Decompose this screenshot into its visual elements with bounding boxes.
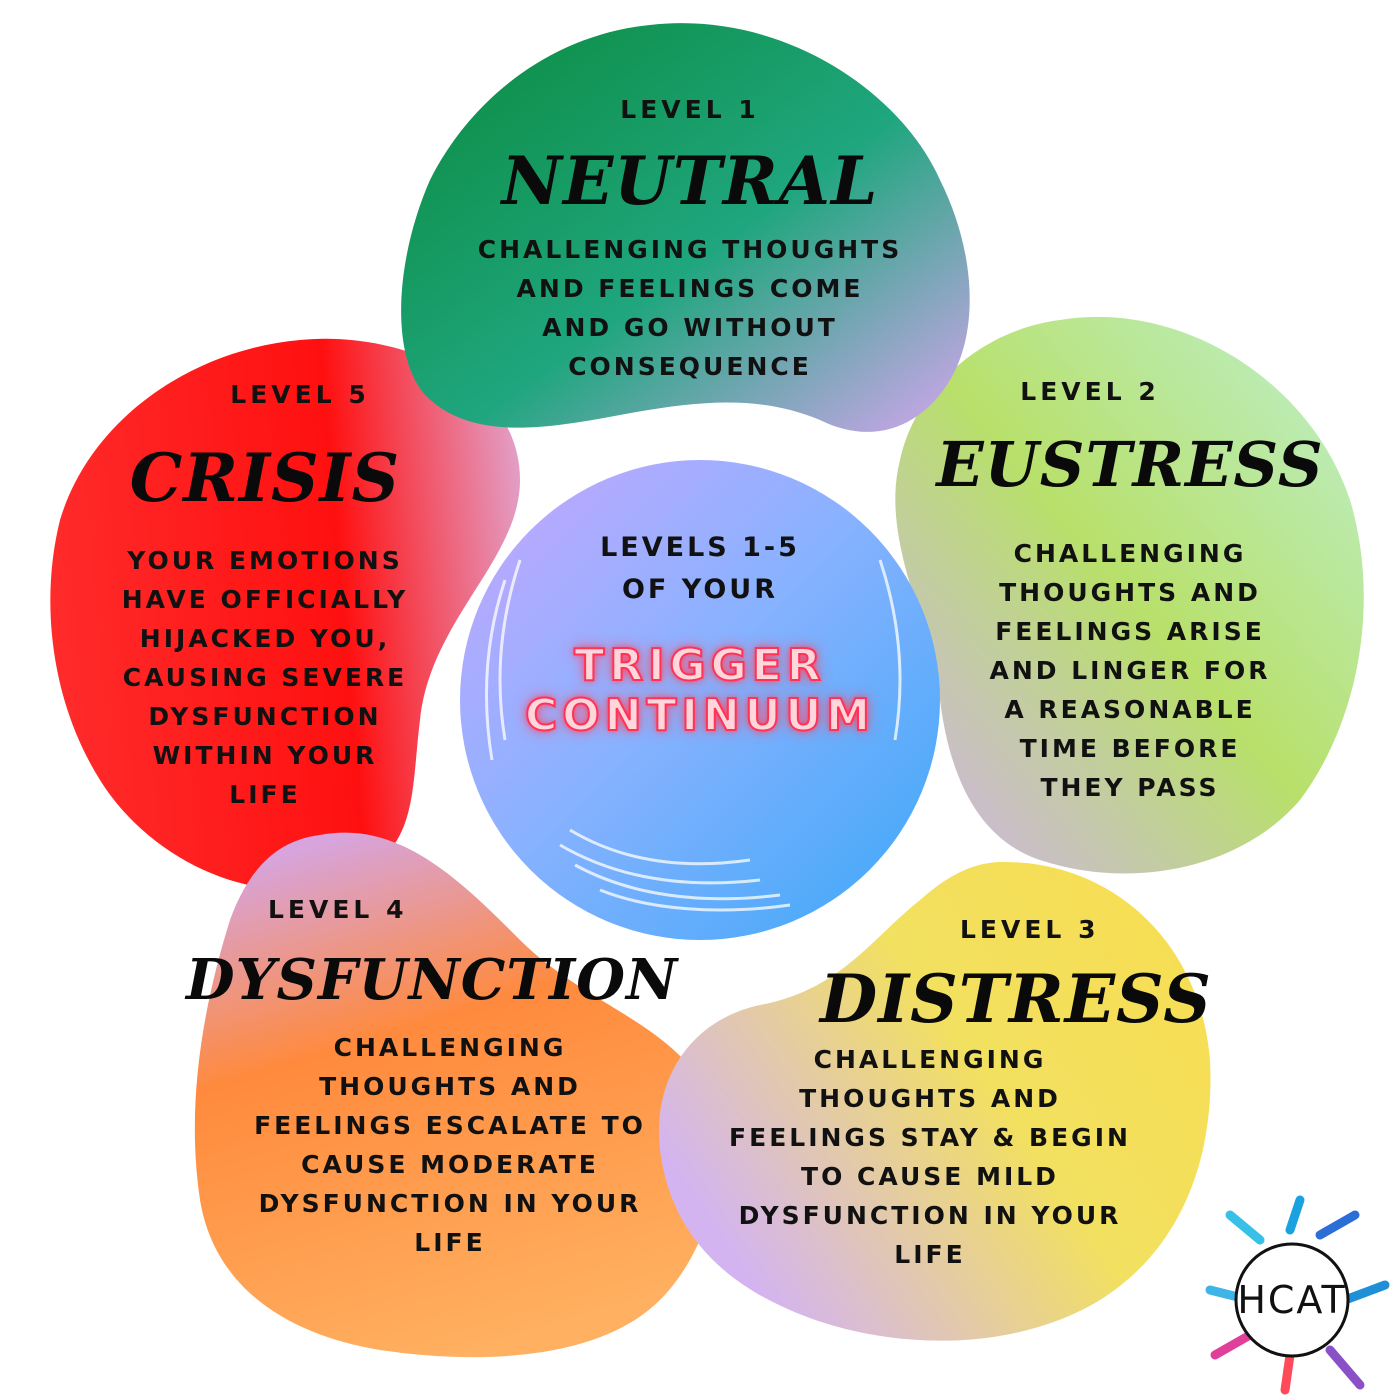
crisis-blob <box>50 338 521 890</box>
level-4-label: LEVEL 4 <box>268 895 408 924</box>
dysfunction-blob <box>194 832 719 1358</box>
level-5-label: LEVEL 5 <box>230 380 370 409</box>
level-1-text: LEVEL 1 NEUTRAL CHALLENGING THOUGHTS AND… <box>440 95 940 386</box>
level-3-title: DISTRESS <box>820 960 1212 1038</box>
level-3-label: LEVEL 3 <box>960 915 1100 944</box>
level-2-label: LEVEL 2 <box>1020 377 1160 406</box>
center-circle <box>460 460 940 940</box>
level-5-text: LEVEL 5 CRISIS YOUR EMOTIONS HAVE OFFICI… <box>100 380 430 814</box>
brush-strokes <box>484 559 902 912</box>
level-2-text: LEVEL 2 EUSTRESS CHALLENGING THOUGHTS AN… <box>920 377 1340 807</box>
level-2-description: CHALLENGING THOUGHTS AND FEELINGS ARISE … <box>989 539 1271 802</box>
level-1-description: CHALLENGING THOUGHTS AND FEELINGS COME A… <box>477 235 903 381</box>
level-3-text: LEVEL 3 DISTRESS CHALLENGING THOUGHTS AN… <box>700 915 1212 1274</box>
level-4-text: LEVEL 4 DYSFUNCTION CHALLENGING THOUGHTS… <box>180 895 679 1262</box>
level-5-description: YOUR EMOTIONS HAVE OFFICIALLY HIJACKED Y… <box>121 546 409 809</box>
level-4-description: CHALLENGING THOUGHTS AND FEELINGS ESCALA… <box>254 1033 646 1257</box>
hcat-logo <box>1205 1195 1390 1395</box>
center-heading: LEVELS 1-5 OF YOUR <box>600 532 800 605</box>
level-1-label: LEVEL 1 <box>620 95 760 124</box>
distress-blob <box>658 861 1211 1341</box>
center-title: TRIGGER CONTINUUM <box>524 640 875 742</box>
level-5-title: CRISIS <box>129 439 401 517</box>
center-text: LEVELS 1-5 OF YOUR TRIGGER CONTINUUM <box>500 527 900 742</box>
hcat-logo-text: HCAT <box>1237 1278 1347 1322</box>
level-1-title: NEUTRAL <box>501 142 879 220</box>
level-4-title: DYSFUNCTION <box>186 947 679 1013</box>
neutral-blob <box>401 23 970 432</box>
eustress-blob <box>895 316 1364 874</box>
level-3-description: CHALLENGING THOUGHTS AND FEELINGS STAY &… <box>729 1045 1131 1269</box>
logo-splash <box>1205 1195 1390 1395</box>
level-2-title: EUSTRESS <box>936 428 1324 501</box>
